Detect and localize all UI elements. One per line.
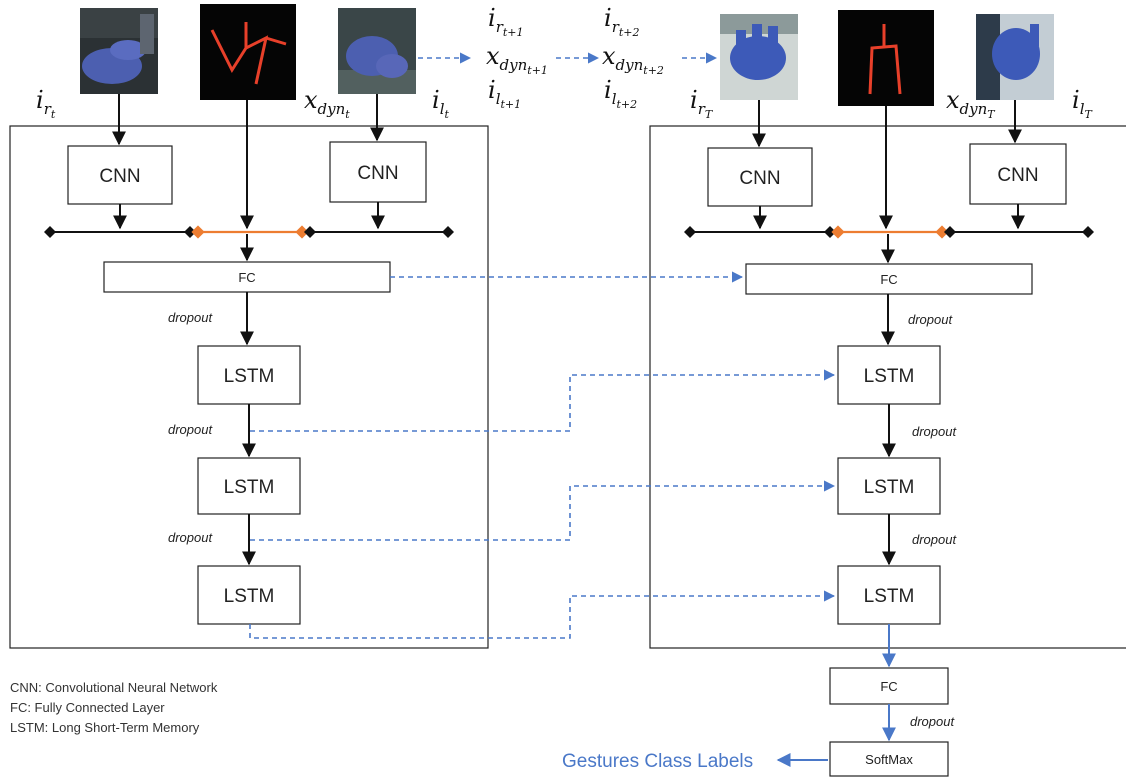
input-image-left-hand-T [976,14,1054,100]
dropout-label-T-3: dropout [912,532,957,547]
svg-text:xdynt+1: xdynt+1 [486,42,548,77]
dropout-label-T-2: dropout [912,424,957,439]
label-il-T: ilT [1072,86,1094,121]
label-xdyn-t2: xdynt+2 [602,42,664,77]
recurrent-lstm3-connection [249,590,836,639]
label-il-t: ilt [432,86,450,121]
lstm-box-1-T: LSTM [837,345,941,405]
input-image-left-hand-t [338,8,416,94]
label-xdyn-t1: xdynt+1 [486,42,548,77]
svg-text:irt+1: irt+1 [488,4,524,39]
skeleton-image-T [838,10,934,106]
legend-fc: FC: Fully Connected Layer [10,700,165,715]
timestep-frame-t [9,125,489,649]
label-ir-t1: irt+1 [488,4,524,39]
legend-cnn: CNN: Convolutional Neural Network [10,680,218,695]
legend: CNN: Convolutional Neural Network FC: Fu… [10,680,218,735]
svg-text:ilt: ilt [432,86,450,121]
cnn-box-left-T: CNN [969,143,1067,205]
label-ir-t: irt [36,86,56,121]
gestures-class-labels: Gestures Class Labels [562,751,753,772]
label-il-t2: ilt+2 [604,76,637,111]
svg-text:ilt+2: ilt+2 [604,76,637,111]
svg-text:CNN: CNN [997,165,1038,186]
label-xdyn-t: xdynt [304,86,350,121]
dropout-label-t-3: dropout [168,530,213,545]
svg-text:xdynt: xdynt [304,86,350,121]
svg-text:ilt+1: ilt+1 [488,76,521,111]
svg-text:xdynt+2: xdynt+2 [602,42,664,77]
dropout-label-T-1: dropout [908,312,953,327]
lstm-box-2-T: LSTM [837,457,941,515]
dropout-label-output: dropout [910,714,955,729]
svg-text:irT: irT [690,86,714,121]
svg-text:LSTM: LSTM [864,586,915,607]
svg-text:xdynT: xdynT [946,86,996,121]
svg-text:CNN: CNN [99,166,140,187]
svg-text:SoftMax: SoftMax [865,752,913,767]
label-ir-T: irT [690,86,714,121]
svg-text:LSTM: LSTM [224,477,275,498]
svg-text:FC: FC [880,679,897,694]
svg-text:CNN: CNN [357,163,398,184]
cnn-box-right-T: CNN [707,147,813,207]
label-ir-t2: irt+2 [604,4,640,39]
label-xdyn-T: xdynT [946,86,996,121]
fc-box-t: FC [103,261,391,293]
recurrent-lstm1-connection [250,369,836,432]
lstm-box-1-t: LSTM [197,345,301,405]
fc-box-T: FC [745,263,1033,295]
dropout-label-t-2: dropout [168,422,213,437]
dropout-label-t-1: dropout [168,310,213,325]
softmax-box: SoftMax [829,741,949,777]
input-image-right-hand-T [720,14,798,100]
svg-text:FC: FC [880,272,897,287]
svg-text:ilT: ilT [1072,86,1094,121]
svg-text:LSTM: LSTM [864,477,915,498]
skeleton-image-t [200,4,296,100]
lstm-box-3-T: LSTM [837,565,941,625]
svg-text:FC: FC [238,270,255,285]
label-il-t1: ilt+1 [488,76,521,111]
svg-text:CNN: CNN [739,168,780,189]
svg-text:LSTM: LSTM [864,366,915,387]
fc-output-box: FC [829,667,949,705]
recurrent-lstm2-connection [250,480,836,541]
cnn-box-left-t: CNN [329,141,427,203]
lstm-box-2-t: LSTM [197,457,301,515]
svg-text:LSTM: LSTM [224,586,275,607]
legend-lstm: LSTM: Long Short-Term Memory [10,720,200,735]
cnn-box-right-t: CNN [67,145,173,205]
lstm-box-3-t: LSTM [197,565,301,625]
input-image-right-hand-t [80,8,158,94]
svg-text:LSTM: LSTM [224,366,275,387]
svg-text:irt: irt [36,86,56,121]
svg-text:irt+2: irt+2 [604,4,640,39]
